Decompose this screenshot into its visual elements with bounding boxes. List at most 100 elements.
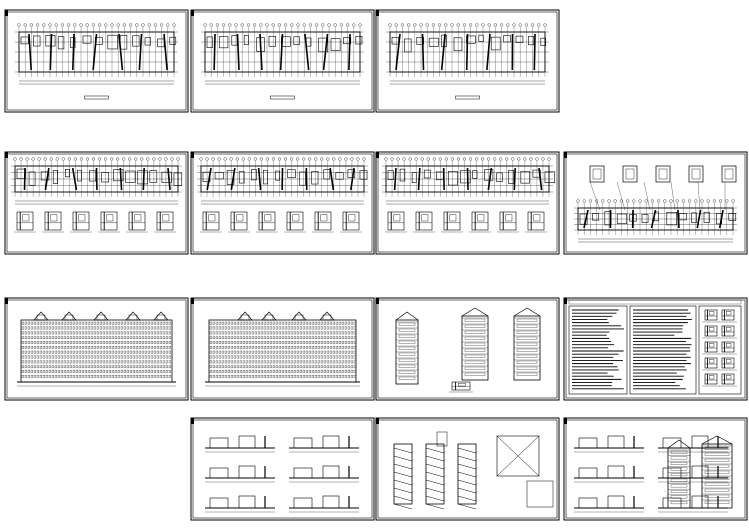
title-block-tab bbox=[191, 152, 194, 158]
drawing-rect bbox=[466, 35, 476, 44]
drawing-rect bbox=[338, 336, 341, 340]
drawing-rect bbox=[21, 355, 24, 359]
drawing-line bbox=[304, 33, 310, 71]
axis-bubble bbox=[523, 157, 527, 161]
drawing-rect bbox=[162, 214, 170, 222]
drawing-rect bbox=[168, 370, 171, 373]
drawing-rect bbox=[254, 321, 257, 325]
drawing-rect bbox=[423, 169, 431, 179]
drawing-rect bbox=[93, 341, 96, 344]
drawing-rect bbox=[129, 336, 132, 340]
drawing-rect bbox=[72, 355, 75, 359]
drawing-rect bbox=[290, 360, 293, 364]
drawing-rect bbox=[69, 326, 72, 330]
drawing-rect bbox=[533, 214, 541, 222]
drawing-rect bbox=[704, 482, 730, 486]
axis-bubble bbox=[407, 23, 411, 27]
drawing-rect bbox=[102, 375, 105, 378]
drawing-rect bbox=[126, 360, 129, 364]
drawing-rect bbox=[138, 355, 141, 359]
drawing-rect bbox=[254, 370, 257, 373]
drawing-rect bbox=[96, 350, 99, 354]
axis-bubble bbox=[223, 157, 227, 161]
drawing-line bbox=[457, 479, 477, 486]
drawing-rect bbox=[107, 34, 118, 50]
drawing-rect bbox=[93, 326, 96, 330]
drawing-line bbox=[425, 487, 445, 494]
drawing-rect bbox=[16, 211, 34, 231]
drawing-rect bbox=[117, 370, 120, 373]
drawing-rect bbox=[245, 350, 248, 354]
drawing-rect bbox=[14, 165, 179, 193]
drawing-rect bbox=[114, 331, 117, 335]
drawing-rect bbox=[215, 346, 218, 349]
drawing-rect bbox=[72, 370, 75, 373]
drawing-rect bbox=[691, 212, 697, 224]
drawing-rect bbox=[102, 336, 105, 340]
drawing-rect bbox=[272, 336, 275, 340]
drawing-rect bbox=[622, 165, 638, 183]
drawing-rect bbox=[132, 365, 135, 369]
drawing-rect bbox=[320, 336, 323, 340]
drawing-rect bbox=[135, 331, 138, 335]
drawing-rect bbox=[120, 346, 123, 349]
drawing-rect bbox=[150, 370, 153, 373]
drawing-rect bbox=[278, 350, 281, 354]
sheet-inner-border bbox=[6, 153, 187, 253]
drawing-rect bbox=[398, 358, 416, 362]
drawing-rect bbox=[45, 326, 48, 330]
drawing-rect bbox=[111, 346, 114, 349]
drawing-rect bbox=[251, 365, 254, 369]
drawing-rect bbox=[27, 375, 30, 378]
drawing-rect bbox=[353, 370, 356, 373]
drawing-rect bbox=[305, 350, 308, 354]
drawing-rect bbox=[302, 375, 305, 378]
drawing-rect bbox=[108, 326, 111, 330]
drawing-rect bbox=[78, 341, 81, 344]
drawing-rect bbox=[75, 350, 78, 354]
drawing-rect bbox=[153, 350, 156, 354]
drawing-rect bbox=[704, 446, 730, 450]
drawing-rect bbox=[138, 360, 141, 364]
drawing-rect bbox=[272, 355, 275, 359]
drawing-rect bbox=[726, 359, 732, 364]
drawing-rect bbox=[218, 370, 221, 373]
axis-bubble bbox=[719, 199, 723, 203]
drawing-rect bbox=[42, 355, 45, 359]
drawing-rect bbox=[33, 375, 36, 378]
drawing-rect bbox=[272, 370, 275, 373]
drawing-rect bbox=[215, 350, 218, 354]
drawing-rect bbox=[165, 321, 168, 325]
drawing-rect bbox=[57, 365, 60, 369]
drawing-rect bbox=[114, 370, 117, 373]
drawing-line bbox=[118, 33, 124, 71]
drawing-rect bbox=[296, 360, 299, 364]
drawing-rect bbox=[147, 326, 150, 330]
drawing-rect bbox=[78, 346, 81, 349]
drawing-rect bbox=[227, 365, 230, 369]
drawing-rect bbox=[302, 326, 305, 330]
drawing-rect bbox=[236, 360, 239, 364]
axis-bubble bbox=[222, 23, 226, 27]
drawing-rect bbox=[159, 355, 162, 359]
drawing-rect bbox=[329, 365, 332, 369]
drawing-line bbox=[457, 463, 477, 470]
drawing-rect bbox=[224, 360, 227, 364]
drawing-rect bbox=[344, 326, 347, 330]
drawing-rect bbox=[30, 346, 33, 349]
drawing-rect bbox=[323, 326, 326, 330]
drawing-rect bbox=[353, 346, 356, 349]
drawing-rect bbox=[84, 331, 87, 335]
drawing-rect bbox=[302, 346, 305, 349]
drawing-rect bbox=[64, 314, 74, 321]
drawing-rect bbox=[704, 341, 718, 353]
drawing-rect bbox=[230, 341, 233, 344]
drawing-rect bbox=[214, 172, 224, 180]
drawing-rect bbox=[96, 314, 106, 321]
drawing-rect bbox=[165, 355, 168, 359]
drawing-rect bbox=[302, 336, 305, 340]
drawing-rect bbox=[239, 346, 242, 349]
drawing-rect bbox=[123, 375, 126, 378]
drawing-line bbox=[589, 181, 601, 211]
drawing-rect bbox=[338, 341, 341, 344]
